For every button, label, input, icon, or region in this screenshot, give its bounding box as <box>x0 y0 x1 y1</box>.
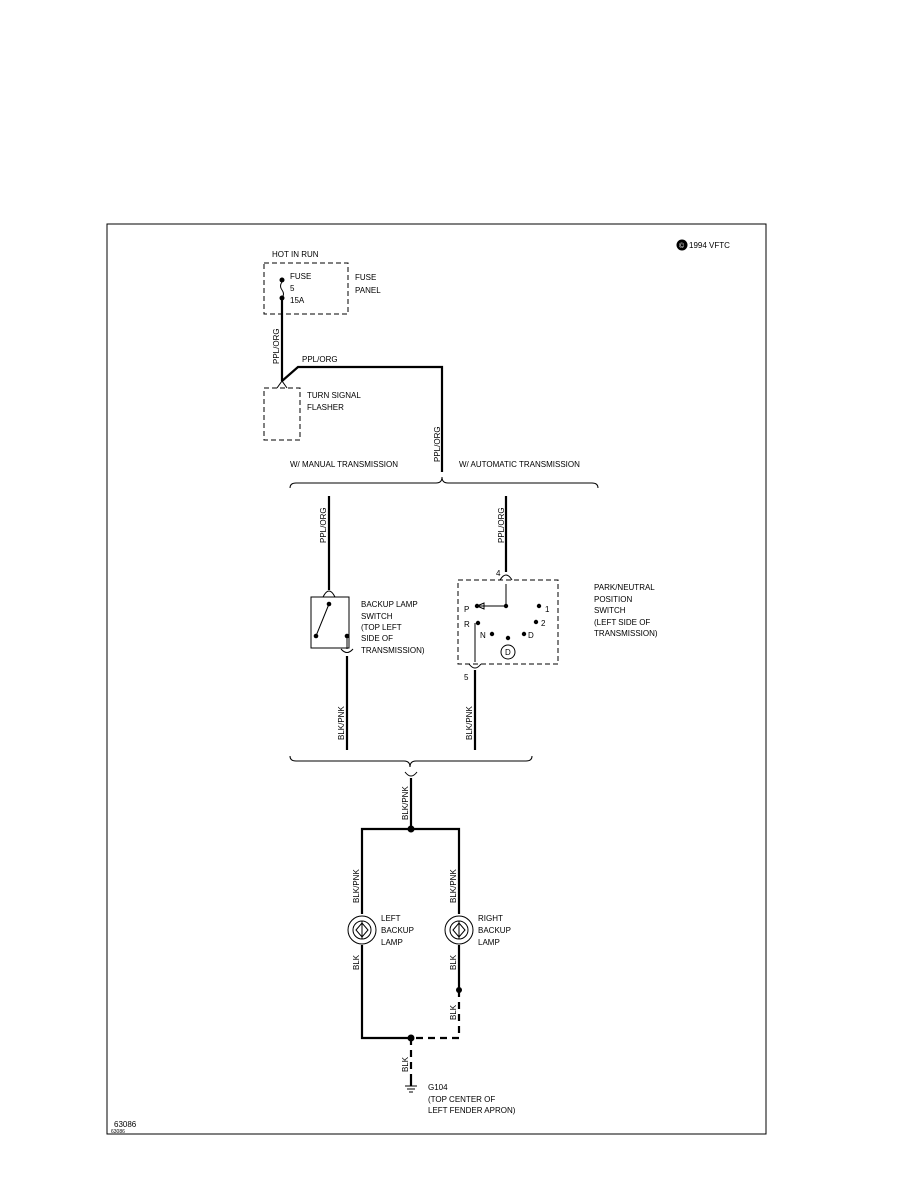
wire-label-blk-pnk-2: BLK/PNK <box>465 706 474 740</box>
wire-label-blk-pnk-1: BLK/PNK <box>337 706 346 740</box>
ground-location-label-1: (TOP CENTER OF <box>428 1095 495 1104</box>
pin-5-connector <box>468 663 482 669</box>
right-backup-lamp-label-3: LAMP <box>478 938 500 947</box>
backup-lamp-switch-label-2: SWITCH <box>361 612 393 621</box>
park-neutral-switch-label-5: TRANSMISSION) <box>594 629 658 638</box>
park-neutral-switch-contacts <box>474 584 542 662</box>
park-neutral-switch-label-2: POSITION <box>594 595 632 604</box>
flasher-label-1: TURN SIGNAL <box>307 391 361 400</box>
wire-label-blk-pnk-3: BLK/PNK <box>401 786 410 820</box>
park-neutral-switch-box <box>457 579 559 665</box>
gear-1-label: 1 <box>545 605 550 614</box>
gear-d-label: D <box>528 631 534 640</box>
backup-lamp-switch-label-1: BACKUP LAMP <box>361 600 418 609</box>
wire-flasher-to-auto <box>281 365 444 472</box>
wire-to-left-lamp <box>360 827 411 914</box>
pin-4-connector <box>499 574 513 581</box>
left-backup-lamp-label-1: LEFT <box>381 914 401 923</box>
wire-label-blk-1: BLK <box>352 954 361 970</box>
wire-label-blk-pnk-4: BLK/PNK <box>352 869 361 903</box>
fuse-icon <box>279 277 285 301</box>
wire-right-lamp-ground-dashed <box>411 990 461 1040</box>
branch-join-brace <box>289 755 533 768</box>
left-backup-lamp-icon <box>347 915 377 945</box>
ground-location-label-2: LEFT FENDER APRON) <box>428 1106 516 1115</box>
wire-to-right-lamp <box>411 827 461 914</box>
wire-label-ppl-org-3: PPL/ORG <box>433 426 442 462</box>
fuse-panel-box <box>263 262 349 315</box>
wire-left-lamp-ground <box>360 945 411 1040</box>
d-position-circle-label: D <box>505 648 511 657</box>
figure-number: 63086 <box>114 1120 137 1129</box>
transmission-split-brace <box>289 476 599 489</box>
copyright-symbol: © <box>679 242 685 250</box>
gear-2-label: 2 <box>541 619 546 628</box>
backup-lamp-switch-label-5: TRANSMISSION) <box>361 646 425 655</box>
automatic-transmission-label: W/ AUTOMATIC TRANSMISSION <box>459 460 580 469</box>
copyright-mark: © 1994 VFTC <box>676 239 730 251</box>
wire-label-ppl-org-2: PPL/ORG <box>302 355 338 364</box>
figure-number-small: 63086 <box>111 1129 125 1135</box>
wire-label-blk-2: BLK <box>449 954 458 970</box>
pin-4-label: 4 <box>496 569 501 578</box>
backup-lamp-switch-label-4: SIDE OF <box>361 634 393 643</box>
gear-r-label: R <box>464 620 470 629</box>
backup-lamp-switch <box>310 590 354 653</box>
backup-lamp-switch-label-3: (TOP LEFT <box>361 623 402 632</box>
left-backup-lamp-label-2: BACKUP <box>381 926 414 935</box>
fuse-label-3: 15A <box>290 296 305 305</box>
d-position-circle <box>500 644 516 660</box>
ground-id-label: G104 <box>428 1083 448 1092</box>
ground-symbol-icon <box>405 1080 417 1093</box>
left-backup-lamp-label-3: LAMP <box>381 938 403 947</box>
wire-label-ppl-org-5: PPL/ORG <box>497 507 506 543</box>
diagram-frame <box>106 223 767 1135</box>
fuse-panel-label-1: FUSE <box>355 273 376 282</box>
right-backup-lamp-icon <box>444 915 474 945</box>
hot-in-run-label: HOT IN RUN <box>272 250 319 259</box>
park-neutral-switch-label-3: SWITCH <box>594 606 626 615</box>
wire-label-blk-pnk-5: BLK/PNK <box>449 869 458 903</box>
wire-label-blk-3: BLK <box>449 1004 458 1020</box>
pin-5-label: 5 <box>464 673 469 682</box>
park-neutral-switch-label-4: (LEFT SIDE OF <box>594 618 650 627</box>
fuse-label-2: 5 <box>290 284 295 293</box>
fuse-label-1: FUSE <box>290 272 311 281</box>
right-backup-lamp-label-2: BACKUP <box>478 926 511 935</box>
turn-signal-flasher-box <box>263 387 301 441</box>
fuse-panel-label-2: PANEL <box>355 286 381 295</box>
wire-label-ppl-org-1: PPL/ORG <box>272 328 281 364</box>
flasher-label-2: FLASHER <box>307 403 344 412</box>
wire-label-ppl-org-4: PPL/ORG <box>319 507 328 543</box>
gear-n-label: N <box>480 631 486 640</box>
park-neutral-switch-label-1: PARK/NEUTRAL <box>594 583 655 592</box>
wire-label-blk-4: BLK <box>401 1056 410 1072</box>
copyright-text: 1994 VFTC <box>689 241 730 250</box>
manual-transmission-label: W/ MANUAL TRANSMISSION <box>290 460 398 469</box>
flasher-connector <box>276 380 288 389</box>
gear-p-label: P <box>464 605 469 614</box>
join-connector <box>404 771 418 777</box>
right-backup-lamp-label-1: RIGHT <box>478 914 503 923</box>
